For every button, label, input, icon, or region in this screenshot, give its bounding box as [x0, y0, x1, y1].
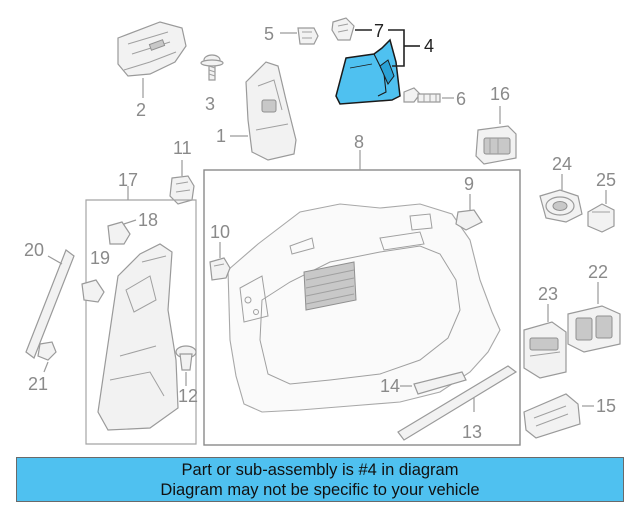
- callout-20: 20: [24, 240, 44, 260]
- part-8-quarter-trim-panel[interactable]: [227, 203, 501, 413]
- callout-25: 25: [596, 170, 616, 190]
- part-8-group-box: [203, 169, 521, 446]
- part-22-switch-panel[interactable]: [567, 305, 621, 353]
- callout-14: 14: [380, 376, 400, 396]
- callout-3: 3: [205, 94, 215, 114]
- callout-24: 24: [552, 154, 572, 174]
- callout-18: 18: [138, 210, 158, 230]
- part-2-bracket[interactable]: [117, 21, 187, 77]
- part-13-scuff-plate[interactable]: [397, 365, 518, 441]
- callout-23: 23: [538, 284, 558, 304]
- callout-6: 6: [456, 89, 466, 109]
- part-9-clip[interactable]: [455, 209, 483, 231]
- part-23-switch[interactable]: [523, 321, 567, 379]
- callout-19: 19: [90, 248, 110, 268]
- callout-8: 8: [354, 132, 364, 152]
- part-14-molding[interactable]: [413, 371, 467, 395]
- part-10-clip[interactable]: [209, 257, 231, 281]
- part-15-plate[interactable]: [523, 393, 581, 439]
- callout-2: 2: [136, 100, 146, 120]
- callout-16: 16: [490, 84, 510, 104]
- part-3-screw[interactable]: [200, 54, 224, 81]
- leader-18: [123, 219, 137, 225]
- leader-20: [47, 255, 63, 265]
- callout-11: 11: [173, 138, 192, 158]
- callout-1: 1: [216, 126, 226, 146]
- part-17-trim[interactable]: [97, 243, 179, 431]
- callout-9: 9: [464, 174, 474, 194]
- banner-line-1: Part or sub-assembly is #4 in diagram: [181, 460, 459, 479]
- part-7-clip[interactable]: [331, 17, 355, 41]
- part-4-highlighted-trim[interactable]: [335, 38, 401, 105]
- part-6-bolt[interactable]: [403, 87, 441, 103]
- part-16-switch[interactable]: [475, 125, 517, 165]
- callout-22: 22: [588, 262, 608, 282]
- callout-10: 10: [210, 222, 230, 242]
- part-1-pillar-trim[interactable]: [245, 61, 297, 161]
- callout-13: 13: [462, 422, 482, 442]
- leader-21: [43, 361, 49, 373]
- callout-12: 12: [178, 386, 198, 406]
- part-12-push-pin[interactable]: [175, 345, 197, 371]
- part-18-clip[interactable]: [107, 221, 131, 245]
- callout-7: 7: [374, 21, 384, 41]
- leader-4-bracket: [388, 29, 405, 67]
- part-5-clip[interactable]: [297, 27, 319, 45]
- part-25-cap[interactable]: [587, 203, 615, 233]
- info-banner: Part or sub-assembly is #4 in diagram Di…: [16, 457, 624, 502]
- part-17-group-box: [85, 199, 197, 445]
- part-24-socket[interactable]: [539, 189, 583, 223]
- part-21-clip[interactable]: [37, 341, 57, 361]
- banner-line-2: Diagram may not be specific to your vehi…: [160, 480, 480, 499]
- callout-4: 4: [424, 36, 434, 56]
- callout-15: 15: [596, 396, 616, 416]
- callout-21: 21: [28, 374, 48, 394]
- part-20-weatherstrip[interactable]: [25, 249, 75, 359]
- callout-5: 5: [264, 24, 274, 44]
- part-19-clip[interactable]: [81, 279, 105, 303]
- callout-17: 17: [118, 170, 138, 190]
